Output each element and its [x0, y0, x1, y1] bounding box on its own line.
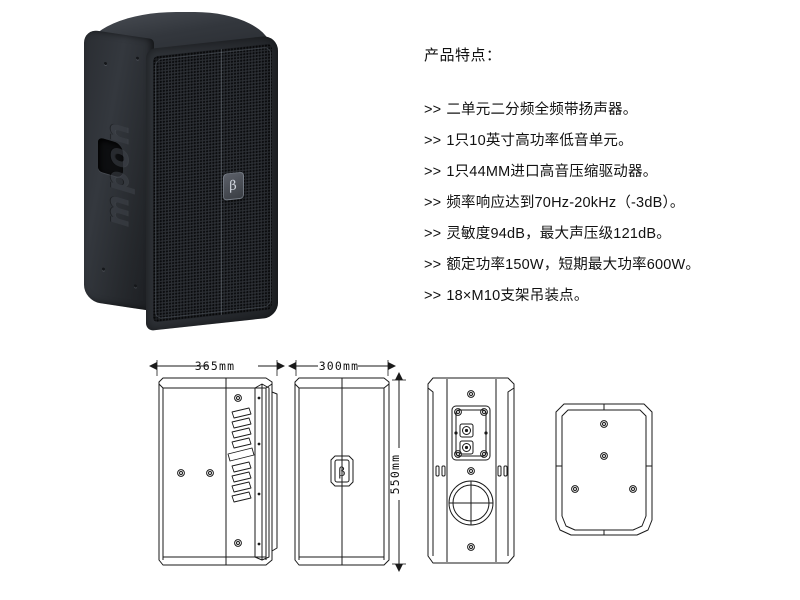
front-badge-glyph: β: [339, 465, 346, 479]
feature-text: 频率响应达到70Hz-20kHz（-3dB）。: [446, 195, 685, 211]
drawings-svg: 365mm: [149, 359, 653, 572]
list-item: >>18×M10支架吊装点。: [424, 281, 774, 312]
height-dim: 550mm: [388, 372, 406, 572]
feature-text: 1只10英寸高功率低音单元。: [446, 133, 633, 149]
bullet-marker: >>: [424, 195, 442, 211]
speaker-grille: β: [153, 43, 272, 323]
feature-text: 1只44MM进口高音压缩驱动器。: [446, 164, 658, 180]
side-view: [158, 377, 278, 566]
rear-view: [427, 377, 515, 564]
feature-text: 二单元二分频全频带扬声器。: [446, 102, 638, 118]
list-item: >>二单元二分频全频带扬声器。: [424, 95, 774, 126]
screw-point: [104, 61, 107, 66]
list-item: >>频率响应达到70Hz-20kHz（-3dB）。: [424, 188, 774, 219]
screw-point: [134, 284, 137, 288]
bullet-marker: >>: [424, 164, 442, 180]
top-view: [555, 403, 653, 536]
connector-plate: [451, 405, 491, 461]
bass-reflex-port: [448, 480, 494, 526]
product-features-panel: 产品特点： >>二单元二分频全频带扬声器。 >>1只10英寸高功率低音单元。 >…: [424, 44, 774, 312]
list-item: >>1只44MM进口高音压缩驱动器。: [424, 157, 774, 188]
bullet-marker: >>: [424, 102, 442, 118]
speaker-product-photo: mpon β: [84, 12, 284, 332]
beta-logo-badge: β: [222, 171, 244, 201]
cabinet-front-baffle: β: [146, 34, 278, 332]
grille-edge-trim: [155, 46, 271, 320]
depth-dim: 300mm: [288, 359, 396, 376]
features-list: >>二单元二分频全频带扬声器。 >>1只10英寸高功率低音单元。 >>1只44M…: [424, 95, 774, 312]
bullet-marker: >>: [424, 288, 442, 304]
technical-drawings: 365mm: [0, 348, 800, 578]
width-dim: 365mm: [149, 359, 285, 376]
screw-point: [102, 267, 105, 271]
bullet-marker: >>: [424, 133, 442, 149]
screw-point: [136, 56, 139, 60]
features-title: 产品特点：: [424, 47, 502, 64]
speakon-connector-bottom: [459, 440, 474, 455]
bullet-marker: >>: [424, 257, 442, 273]
list-item: >>额定功率150W，短期最大功率600W。: [424, 250, 774, 281]
front-view-badge: β: [330, 455, 354, 487]
side-brand-text: mpon: [100, 114, 136, 232]
height-dim-label: 550mm: [388, 454, 402, 495]
speakon-connector-top: [459, 423, 474, 438]
feature-text: 18×M10支架吊装点。: [446, 288, 589, 304]
list-item: >>1只10英寸高功率低音单元。: [424, 126, 774, 157]
feature-text: 灵敏度94dB，最大声压级121dB。: [446, 226, 671, 242]
cabinet-side-panel: mpon: [84, 28, 154, 312]
depth-dim-label: 300mm: [319, 359, 360, 373]
width-dim-label: 365mm: [195, 359, 236, 373]
bullet-marker: >>: [424, 226, 442, 242]
front-view: β: [294, 377, 390, 566]
feature-text: 额定功率150W，短期最大功率600W。: [446, 257, 701, 273]
list-item: >>灵敏度94dB，最大声压级121dB。: [424, 219, 774, 250]
